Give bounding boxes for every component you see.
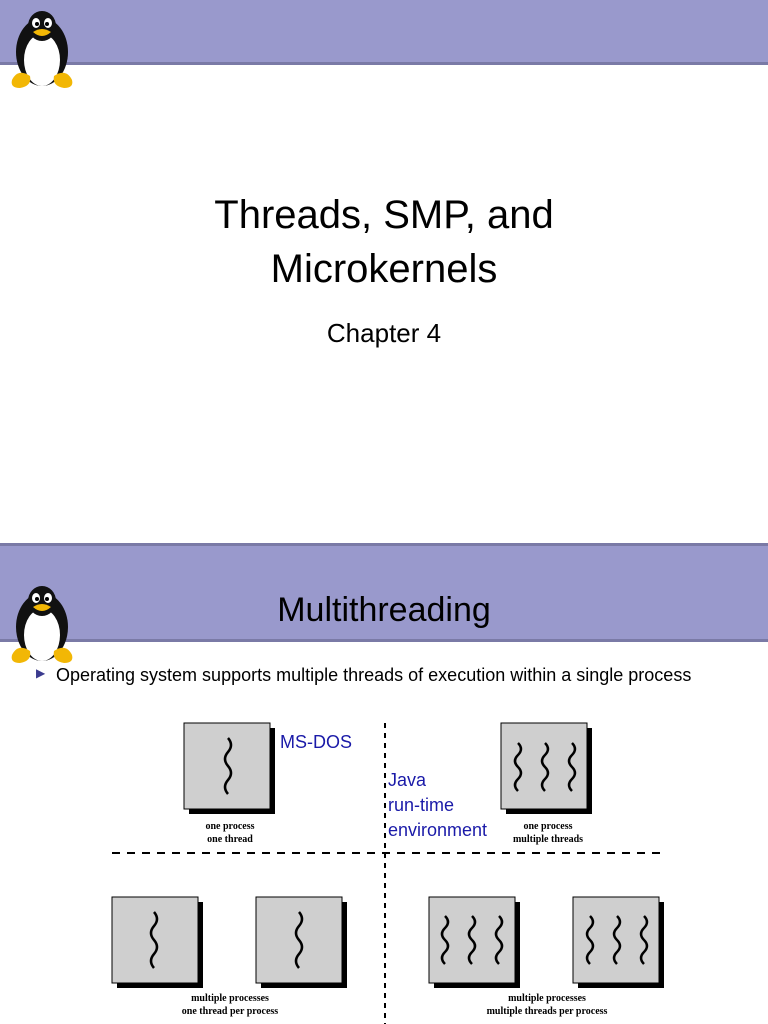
caption-one-process-multiple-threads: one process multiple threads (478, 820, 618, 846)
tux-penguin-icon (11, 11, 73, 88)
caption-line: one process (523, 821, 573, 832)
caption-line: one thread per process (181, 1006, 279, 1017)
caption-line: multiple threads (512, 834, 584, 845)
slide-title: Threads, SMP, and Microkernels Chapter 4 (0, 0, 768, 348)
process-box-q1 (183, 722, 275, 814)
process-box-q4a (428, 896, 520, 988)
title-line-2: Microkernels (270, 247, 498, 291)
tux-penguin-icon (11, 586, 73, 663)
msdos-label: MS-DOS (280, 732, 352, 752)
caption-line: multiple threads per process (486, 1006, 608, 1017)
bullet-text: Operating system supports multiple threa… (56, 665, 692, 685)
caption-multiple-processes-multiple-threads: multiple processes multiple threads per … (452, 992, 642, 1018)
caption-line: multiple processes (191, 993, 269, 1004)
caption-line: multiple processes (508, 993, 586, 1004)
thread-squiggle-icon (149, 911, 159, 969)
title-line-1: Threads, SMP, and (214, 193, 554, 237)
bullet-triangle-icon: ▶ (36, 666, 46, 680)
thread-squiggle-icon (440, 915, 450, 965)
process-box-q3b (255, 896, 347, 988)
slide-separator (0, 535, 768, 543)
thread-squiggle-icon (567, 742, 577, 792)
java-label-line-2: run-time (388, 795, 455, 815)
process-box-q4b (572, 896, 664, 988)
slide-title-text: Multithreading (277, 591, 491, 629)
caption-line: one thread (207, 834, 253, 845)
slide-title-text: Threads, SMP, and Microkernels (0, 188, 768, 296)
java-label-line-3: environment (388, 820, 488, 840)
header-band-rule (0, 639, 768, 642)
slide-subtitle: Chapter 4 (326, 318, 442, 348)
caption-one-process-one-thread: one process one thread (160, 820, 300, 846)
thread-squiggle-icon (494, 915, 504, 965)
thread-squiggle-icon (540, 742, 550, 792)
caption-multiple-processes-one-thread: multiple processes one thread per proces… (140, 992, 320, 1018)
header-band-top-rule (0, 543, 768, 546)
thread-squiggle-icon (513, 742, 523, 792)
header-band-rule (0, 62, 768, 65)
thread-squiggle-icon (585, 915, 595, 965)
thread-squiggle-icon (294, 911, 304, 969)
java-runtime-label: Java run-time environment (388, 768, 487, 843)
header-band (0, 546, 768, 639)
java-label-line-1: Java (388, 770, 427, 790)
thread-squiggle-icon (223, 737, 233, 795)
process-box-q2 (500, 722, 592, 814)
thread-squiggle-icon (612, 915, 622, 965)
caption-line: one process (205, 821, 255, 832)
thread-process-diagram (111, 722, 666, 1024)
process-box-q3a (111, 896, 203, 988)
header-band (0, 0, 768, 62)
slide-multithreading: Multithreading ▶ Operating system suppor… (0, 543, 768, 1024)
thread-squiggle-icon (467, 915, 477, 965)
thread-squiggle-icon (639, 915, 649, 965)
